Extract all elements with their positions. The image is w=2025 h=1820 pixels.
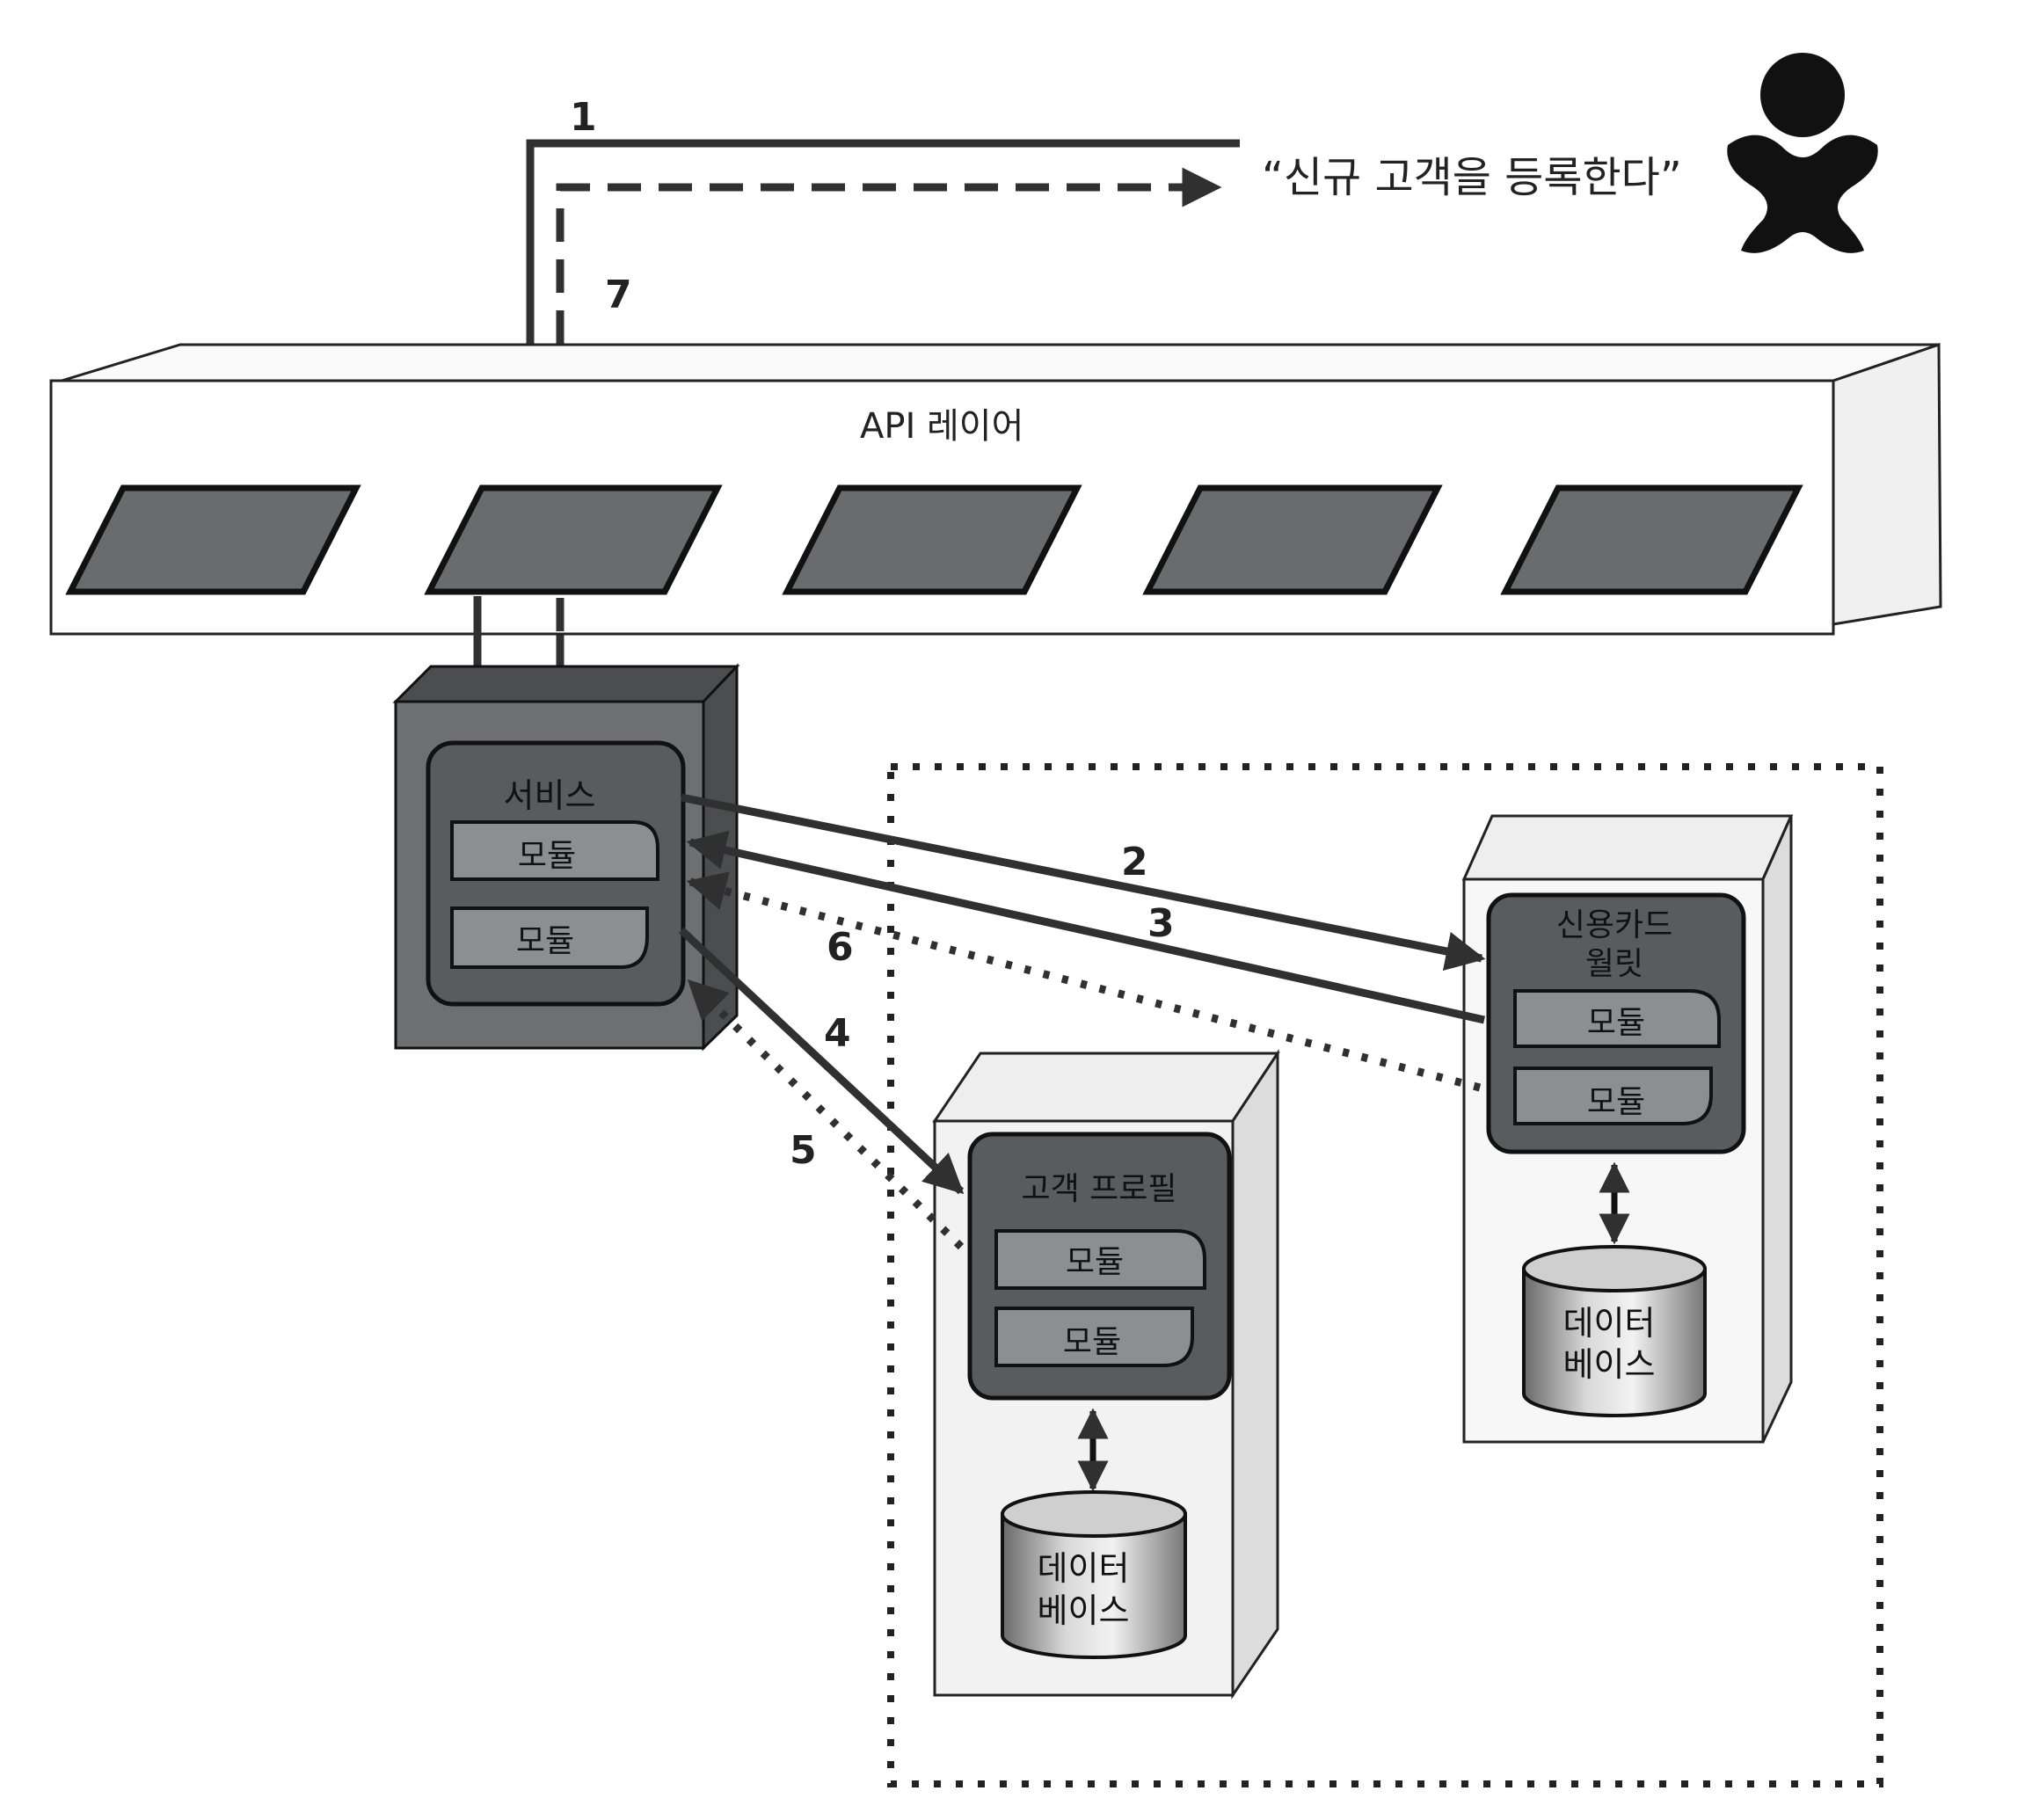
customer-profile-module-1-label: 모듈 (1066, 1244, 1124, 1280)
wallet-title-line2: 월릿 (1585, 946, 1643, 982)
customer-profile-db-label-line2: 베이스 (1038, 1591, 1130, 1630)
arrow-step-5 (687, 979, 965, 1250)
request-text: “신규 고객을 등록한다” (1262, 153, 1682, 202)
user-icon (1727, 53, 1878, 253)
arrow-step-4 (678, 927, 965, 1195)
api-layer: API 레이어 (49, 342, 1942, 636)
wallet-title-line1: 신용카드 (1556, 907, 1672, 943)
step-label-2: 2 (1121, 840, 1148, 885)
customer-profile-service: 고객 프로필 모듈 모듈 데이터 베이스 (932, 1049, 1280, 1700)
api-layer-title: API 레이어 (860, 406, 1023, 447)
service-module-1 (450, 820, 659, 881)
api-endpoint-1 (65, 484, 361, 595)
bounded-context-boundary (887, 763, 1883, 1787)
customer-profile-module-1 (994, 1229, 1206, 1290)
step-label-5: 5 (790, 1128, 817, 1173)
customer-profile-database-icon (1001, 1490, 1187, 1659)
wallet-database-icon (1522, 1245, 1707, 1417)
api-endpoint-4 (1142, 484, 1443, 595)
step-label-1: 1 (570, 95, 597, 140)
wallet-module-1 (1513, 989, 1721, 1048)
wallet-service: 신용카드 월릿 모듈 모듈 데이터 베이스 (1461, 814, 1794, 1444)
service-module-2-label: 모듈 (516, 923, 574, 959)
customer-profile-module-2 (994, 1307, 1194, 1367)
service-module-2 (450, 906, 649, 969)
service-box: 서비스 모듈 모듈 (392, 663, 740, 1052)
service-module-1-label: 모듈 (518, 838, 576, 874)
customer-profile-title: 고객 프로필 (1021, 1171, 1176, 1207)
arrow-step-2 (681, 793, 1486, 972)
wallet-db-label-line2: 베이스 (1563, 1345, 1656, 1384)
service-title: 서비스 (504, 776, 596, 815)
arrow-step-7 (556, 167, 1222, 752)
step-label-7: 7 (605, 273, 632, 317)
customer-profile-module-2-label: 모듈 (1063, 1324, 1121, 1360)
api-endpoint-2 (424, 484, 723, 595)
arrow-step-3 (686, 830, 1485, 1024)
api-endpoint-5 (1500, 484, 1803, 595)
wallet-db-label-line1: 데이터 (1563, 1304, 1656, 1343)
arrow-step-6 (686, 871, 1482, 1092)
api-endpoint-3 (782, 484, 1082, 595)
step-label-3: 3 (1147, 901, 1175, 946)
wallet-module-2-label: 모듈 (1587, 1084, 1645, 1120)
wallet-module-1-label: 모듈 (1587, 1005, 1645, 1041)
step-label-6: 6 (827, 925, 854, 970)
wallet-module-2 (1513, 1067, 1713, 1125)
step-label-4: 4 (824, 1011, 851, 1056)
api-endpoints (65, 484, 1803, 595)
customer-profile-db-label-line1: 데이터 (1038, 1549, 1130, 1588)
